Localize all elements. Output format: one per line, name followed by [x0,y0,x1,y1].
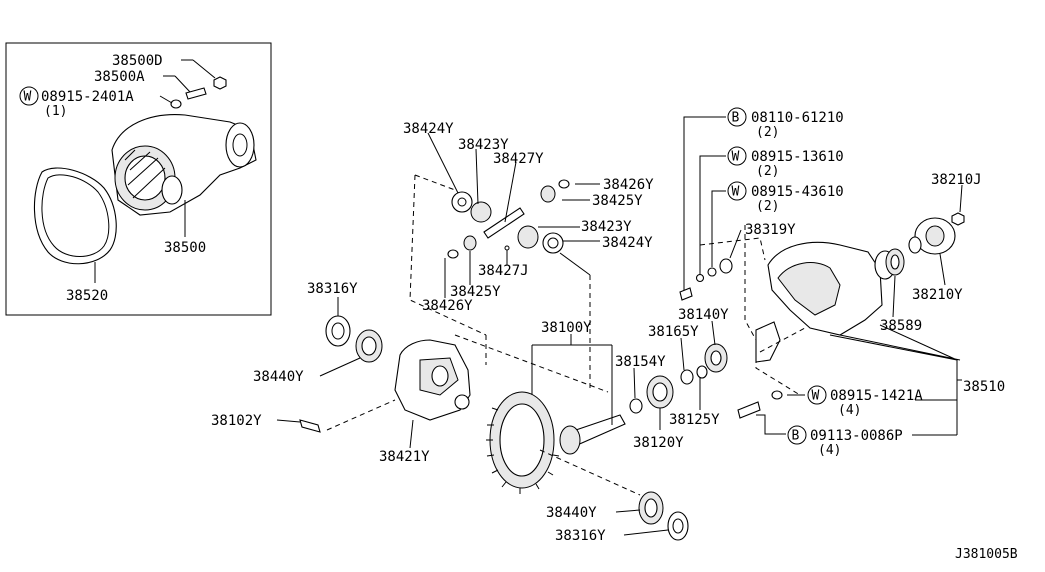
label-38427J: 38427J [478,263,529,279]
label-08915-43610: 08915-43610 [751,184,844,200]
svg-text:W: W [732,185,740,200]
qty-08915-1421A: (4) [838,403,861,418]
bolt-marker-icon-0086P: B [787,425,807,445]
bearing-cup-38316Y-top [325,315,351,347]
bolt-marker-icon-08110: B [727,107,747,127]
washer-08915-43610 [707,267,717,277]
label-09113-0086P: 09113-0086P [810,428,903,444]
label-38120Y: 38120Y [633,435,684,451]
carrier-assembly-drawing [111,114,257,216]
stud-38319Y [719,258,733,274]
label-38165Y: 38165Y [648,324,699,340]
qty-09113-0086P: (4) [818,443,841,458]
nut-38210J [951,212,965,226]
label-38500A: 38500A [94,69,145,85]
washer-icon [170,99,182,109]
side-gear-38423Y-mid [517,225,539,249]
label-38316Y-top: 38316Y [307,281,358,297]
dashed-group-left [409,174,487,365]
bearing-38120Y [646,375,674,409]
label-08915-2401A: 08915-2401A [41,89,134,105]
washer-marker-icon-1421A: W [807,385,827,405]
bearing-cup-38316Y-bottom [667,511,689,541]
washer-marker-icon: W [19,86,39,106]
washer-38426Y [558,179,570,189]
companion-flange-38210Y [908,217,956,255]
pinion-shaft-38427Y [483,207,525,239]
label-08915-13610: 08915-13610 [751,149,844,165]
label-38421Y: 38421Y [379,449,430,465]
ring-gear-38100Y [486,391,560,494]
svg-text:W: W [24,90,32,105]
pinion-mate-38425Y [540,185,556,203]
pinion-mate-38425Y-low [463,235,477,251]
label-38424Y-top: 38424Y [403,121,454,137]
bracket-38510 [755,321,781,363]
qty-08915-43610: (2) [756,199,779,214]
washer-08915-13610 [695,273,705,283]
label-38210Y: 38210Y [912,287,963,303]
washer-38125Y [696,365,708,379]
carrier-housing-38510 [767,241,896,336]
label-38500D: 38500D [112,53,163,69]
label-38500: 38500 [164,240,206,256]
label-38427Y: 38427Y [493,151,544,167]
label-38426Y-low: 38426Y [422,298,473,314]
svg-text:B: B [792,429,800,444]
oil-seal-38589 [885,248,905,276]
inset-frame [5,42,272,316]
label-38102Y: 38102Y [211,413,262,429]
bearing-38440Y-top [355,329,383,363]
diff-case-38421Y [394,339,471,421]
svg-text:B: B [732,111,740,126]
label-38425Y-right: 38425Y [592,193,643,209]
washer-38426Y-low [447,249,459,259]
label-38423Y-mid: 38423Y [581,219,632,235]
label-38424Y-mid: 38424Y [602,235,653,251]
drive-pinion-38100Y [559,414,626,455]
label-38319Y: 38319Y [745,222,796,238]
pin-38427J [504,245,510,251]
qty-08110-61210: (2) [756,125,779,140]
spacer-38165Y [680,369,694,385]
bearing-38440Y-bottom [638,491,664,525]
nut-icon [213,76,227,90]
svg-text:W: W [732,150,740,165]
washer-08915-1421A [771,390,783,400]
bolt-09113-0086P [737,401,761,419]
label-38154Y: 38154Y [615,354,666,370]
label-38440Y-top: 38440Y [253,369,304,385]
washer-marker-icon-13610: W [727,146,747,166]
bolt-38102Y [299,419,321,433]
label-38210J: 38210J [931,172,982,188]
thrust-washer-38424Y-mid [542,232,564,254]
label-38589: 38589 [880,318,922,334]
label-38100Y: 38100Y [541,320,592,336]
label-38440Y-bottom: 38440Y [546,505,597,521]
label-38423Y-top: 38423Y [458,137,509,153]
shim-38154Y [629,398,643,414]
label-38316Y-bottom: 38316Y [555,528,606,544]
washer-marker-icon-43610: W [727,181,747,201]
label-08915-1421A: 08915-1421A [830,388,923,404]
svg-text:W: W [812,389,820,404]
diagram-id: J381005B [955,547,1018,562]
qty-08915-2401A: (1) [44,104,67,119]
label-38510: 38510 [963,379,1005,395]
thrust-washer-38424Y [451,191,473,213]
bolt-08110-61210 [679,287,693,301]
gasket-drawing [33,167,117,265]
qty-08915-13610: (2) [756,164,779,179]
label-38425Y-low: 38425Y [450,284,501,300]
label-38140Y: 38140Y [678,307,729,323]
label-08110-61210: 08110-61210 [751,110,844,126]
bolt-icon [185,87,207,100]
bearing-38140Y [704,343,728,373]
side-gear-38423Y [470,201,492,223]
label-38125Y: 38125Y [669,412,720,428]
label-38520: 38520 [66,288,108,304]
label-38426Y-right: 38426Y [603,177,654,193]
